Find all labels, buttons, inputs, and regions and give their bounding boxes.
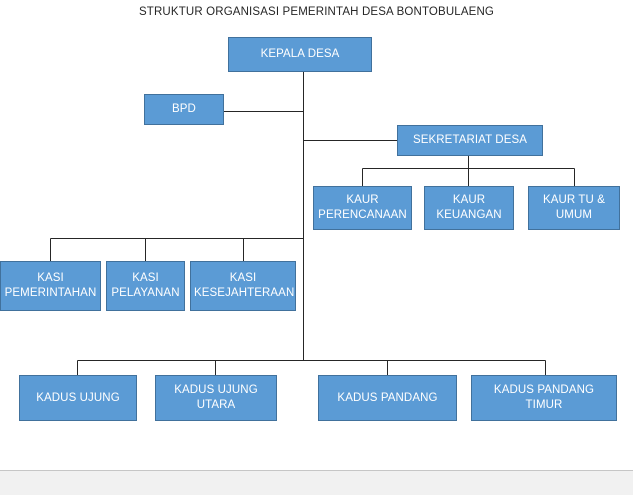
node-kasi-pemerintahan[interactable]: KASI PEMERINTAHAN xyxy=(0,261,101,311)
node-kasi-pelayanan[interactable]: KASI PELAYANAN xyxy=(106,261,185,311)
node-sekretariat-desa[interactable]: SEKRETARIAT DESA xyxy=(397,125,543,156)
node-kadus-ujung-utara-label: KADUS UJUNG UTARA xyxy=(174,384,258,411)
footer-band xyxy=(0,470,633,495)
node-kadus-pandang-timur-label: KADUS PANDANG TIMUR xyxy=(493,384,595,411)
node-kaur-keuangan[interactable]: KAUR KEUANGAN xyxy=(424,186,514,230)
node-kasi-pemerintahan-label: KASI PEMERINTAHAN xyxy=(4,272,97,299)
node-kaur-perencanaan-label: KAUR PERENCANAAN xyxy=(318,194,407,221)
node-kaur-keuangan-label: KAUR KEUANGAN xyxy=(436,194,502,221)
node-kaur-tu-umum[interactable]: KAUR TU & UMUM xyxy=(528,186,620,230)
node-bpd-label: BPD xyxy=(172,103,196,115)
node-kaur-perencanaan[interactable]: KAUR PERENCANAAN xyxy=(313,186,412,230)
node-kadus-pandang[interactable]: KADUS PANDANG xyxy=(318,375,457,421)
node-kadus-ujung-label: KADUS UJUNG xyxy=(36,391,120,404)
node-kaur-tu-umum-label: KAUR TU & UMUM xyxy=(542,194,606,221)
node-kepala-desa-label: KEPALA DESA xyxy=(260,48,340,60)
page-title: STRUKTUR ORGANISASI PEMERINTAH DESA BONT… xyxy=(138,6,495,18)
node-kasi-kesejahteraan-label: KASI KESEJAHTERAAN xyxy=(194,272,295,299)
node-kadus-ujung[interactable]: KADUS UJUNG xyxy=(19,375,137,421)
node-kadus-pandang-timur[interactable]: KADUS PANDANG TIMUR xyxy=(471,375,617,421)
node-kepala-desa[interactable]: KEPALA DESA xyxy=(228,37,372,72)
node-kadus-pandang-label: KADUS PANDANG xyxy=(337,391,438,404)
node-bpd[interactable]: BPD xyxy=(144,94,224,125)
node-kasi-pelayanan-label: KASI PELAYANAN xyxy=(111,272,180,299)
node-kadus-ujung-utara[interactable]: KADUS UJUNG UTARA xyxy=(155,375,277,421)
node-sekretariat-desa-label: SEKRETARIAT DESA xyxy=(412,134,528,146)
node-kasi-kesejahteraan[interactable]: KASI KESEJAHTERAAN xyxy=(190,261,296,311)
